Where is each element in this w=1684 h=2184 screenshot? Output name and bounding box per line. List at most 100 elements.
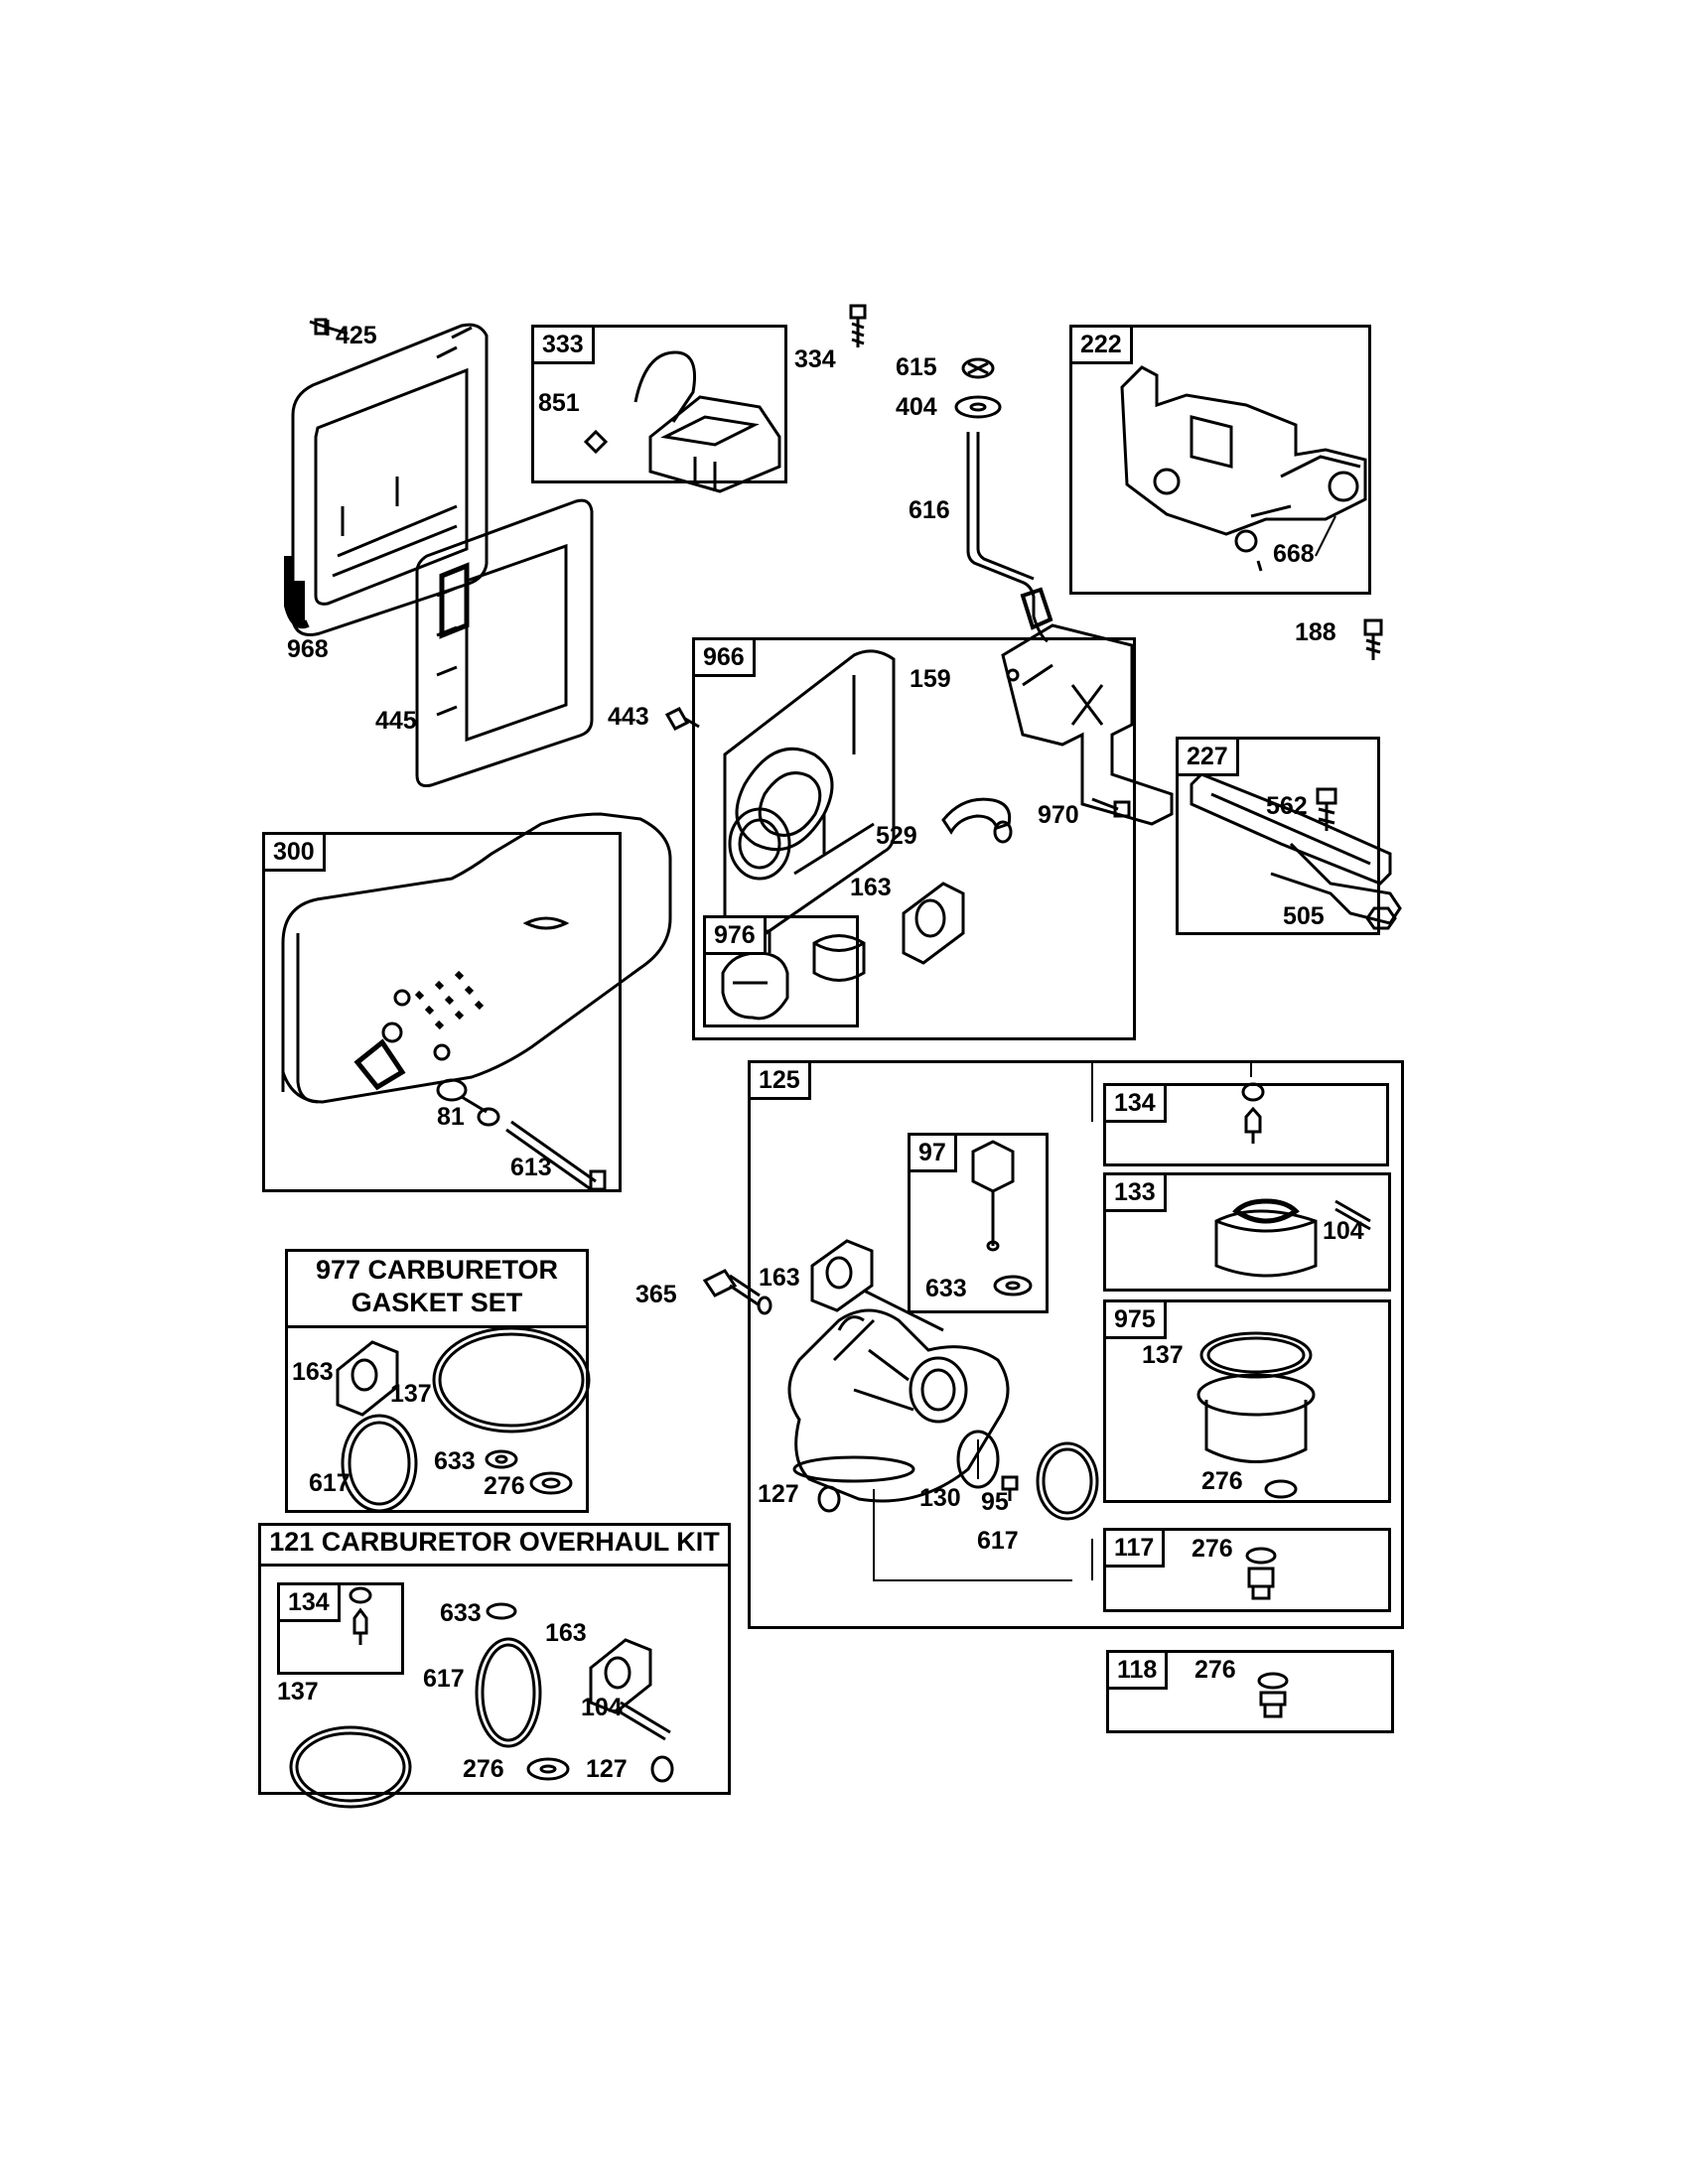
box-976: 976	[703, 915, 859, 1027]
callout-616: 616	[909, 496, 950, 524]
fuel-bowl-icon	[1198, 1333, 1314, 1497]
box-975-tag: 975	[1106, 1302, 1167, 1339]
box-133: 133	[1103, 1172, 1391, 1292]
gasket-set-title-line1: 977 CARBURETOR	[315, 1255, 559, 1285]
callout-633-kit977: 633	[434, 1447, 476, 1475]
callout-617-carb: 617	[977, 1527, 1019, 1555]
box-134-kit-tag: 134	[280, 1585, 341, 1622]
callout-617-kit977: 617	[309, 1469, 351, 1497]
intake-manifold-icon	[725, 651, 894, 945]
screw-562-icon	[1318, 789, 1335, 831]
screw-425-icon	[310, 320, 348, 336]
box-333: 333	[531, 325, 787, 483]
gasket-163-icon	[904, 884, 963, 963]
elbow-529-icon	[943, 799, 1011, 842]
callout-127-kit121: 127	[586, 1755, 628, 1783]
bracket-lines	[874, 1062, 1092, 1580]
callout-163-carb: 163	[759, 1264, 800, 1292]
box-134-kit: 134	[277, 1582, 404, 1675]
callout-851: 851	[538, 389, 580, 417]
washer-633-icon	[995, 1277, 1031, 1295]
callout-334: 334	[794, 345, 836, 373]
callout-137-bowl: 137	[1142, 1341, 1184, 1369]
callout-130: 130	[919, 1484, 961, 1512]
nut-505-icon	[1367, 908, 1395, 928]
box-133-tag: 133	[1106, 1175, 1167, 1212]
callout-137-kit977: 137	[390, 1380, 432, 1408]
box-118-tag: 118	[1109, 1653, 1169, 1690]
screw-970-icon	[1092, 799, 1129, 816]
bowl-bolt-118-icon	[1259, 1674, 1287, 1716]
muffler-icon	[283, 814, 670, 1102]
governor-lever-icon	[968, 432, 1051, 641]
overhaul-kit-box: 121 CARBURETOR OVERHAUL KIT 134	[258, 1523, 731, 1795]
callout-276-118: 276	[1194, 1656, 1236, 1684]
box-134-tag: 134	[1106, 1086, 1167, 1123]
fitting-365-icon	[705, 1271, 771, 1313]
callout-276-kit977: 276	[484, 1472, 525, 1500]
float-133-icon	[1216, 1201, 1370, 1276]
box-976-tag: 976	[706, 918, 767, 955]
callout-104-float: 104	[1323, 1217, 1364, 1245]
screw-334-icon	[851, 306, 865, 347]
callout-276-kit121: 276	[463, 1755, 504, 1783]
box-117: 117	[1103, 1528, 1391, 1612]
box-134: 134	[1103, 1083, 1389, 1166]
box-222-tag: 222	[1072, 328, 1133, 364]
washer-404-icon	[956, 397, 1000, 417]
bracket-159-icon	[1003, 625, 1172, 824]
callout-163-kit977: 163	[292, 1358, 334, 1386]
box-97-tag: 97	[911, 1136, 957, 1172]
box-300-tag: 300	[265, 835, 326, 872]
callout-668: 668	[1273, 540, 1315, 568]
air-filter-housing-icon	[288, 325, 487, 634]
o-ring-617-icon	[1038, 1443, 1097, 1519]
callout-443: 443	[608, 703, 649, 731]
ignition-module-icon	[586, 352, 779, 491]
gasket-163b-icon	[812, 1241, 872, 1310]
kit121-parts-icon	[291, 1588, 672, 1807]
callout-127-carb: 127	[758, 1480, 799, 1508]
needle-97-icon	[973, 1142, 1013, 1250]
callout-505: 505	[1283, 902, 1325, 930]
box-117-tag: 117	[1106, 1531, 1166, 1568]
callout-163-intake: 163	[850, 874, 892, 901]
gasket-set-title-line2: GASKET SET	[351, 1288, 523, 1317]
callout-633-needle: 633	[925, 1275, 967, 1302]
diaphragm-130-icon	[958, 1432, 998, 1487]
gasket-81-icon	[438, 1080, 498, 1125]
callout-615: 615	[896, 353, 937, 381]
box-125-tag: 125	[751, 1063, 811, 1100]
gasket-set-kit-box: 977 CARBURETOR GASKET SET	[285, 1249, 589, 1513]
callout-365: 365	[635, 1281, 677, 1308]
callout-276-117: 276	[1192, 1535, 1233, 1563]
callout-445: 445	[375, 707, 417, 735]
bowl-bolt-117-icon	[1247, 1549, 1275, 1598]
air-filter-element-icon	[417, 500, 592, 785]
callout-404: 404	[896, 393, 937, 421]
callout-613: 613	[510, 1154, 552, 1181]
callout-968: 968	[287, 635, 329, 663]
callout-188: 188	[1295, 618, 1336, 646]
overhaul-kit-title: 121 CARBURETOR OVERHAUL KIT	[261, 1526, 728, 1567]
box-966: 966	[692, 637, 1136, 1040]
nut-615-icon	[963, 359, 993, 377]
callout-617-kit121: 617	[423, 1665, 465, 1693]
callout-529: 529	[876, 822, 917, 850]
callout-104-kit121: 104	[581, 1694, 623, 1721]
carburetor-icon	[789, 1291, 1008, 1501]
box-333-tag: 333	[534, 328, 595, 364]
control-bracket-icon	[1122, 367, 1365, 571]
plug-127-icon	[819, 1487, 839, 1511]
box-975: 975	[1103, 1299, 1391, 1503]
box-222: 222	[1069, 325, 1371, 595]
screw-188-icon	[1365, 620, 1381, 660]
box-966-tag: 966	[695, 640, 756, 677]
callout-970: 970	[1038, 801, 1079, 829]
box-125: 125	[748, 1060, 1404, 1629]
box-227-tag: 227	[1179, 740, 1239, 776]
box-300: 300	[262, 832, 622, 1192]
screw-95-icon	[1003, 1477, 1017, 1501]
callout-137-kit121: 137	[277, 1678, 319, 1706]
